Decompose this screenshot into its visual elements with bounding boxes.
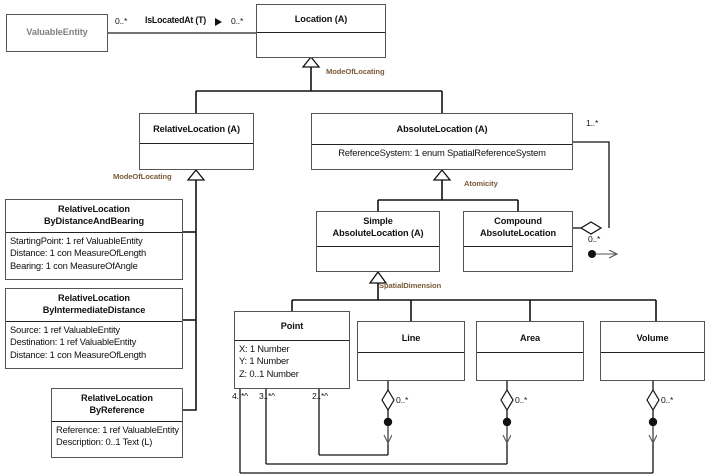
mult-is-located-at-target: 0..*: [231, 16, 244, 26]
generalization-triangle-mode-of-locating-left: [186, 168, 206, 181]
class-line-attrs: [358, 352, 464, 380]
class-relative-location-by-intermediate-distance[interactable]: RelativeLocation ByIntermediateDistance …: [5, 288, 183, 369]
class-area[interactable]: Area: [476, 321, 584, 381]
title-line-1: Compound: [494, 216, 542, 226]
label-spatial-dimension: SpatialDimension: [379, 281, 442, 290]
attr-distance: Distance: 1 con MeasureOfLength: [10, 247, 147, 259]
class-valuable-entity[interactable]: ValuableEntity: [6, 14, 108, 52]
class-point[interactable]: Point X: 1 Number Y: 1 Number Z: 0..1 Nu…: [234, 311, 350, 389]
label-mode-of-locating-top: ModeOfLocating: [326, 67, 385, 76]
class-absolute-location-attrs: ReferenceSystem: 1 enum SpatialReference…: [312, 144, 572, 170]
class-relative-location-attrs: [140, 143, 253, 170]
attr-reference-system: ReferenceSystem: 1 enum SpatialReference…: [338, 147, 546, 158]
class-point-attrs: X: 1 Number Y: 1 Number Z: 0..1 Number: [235, 340, 349, 389]
attr-starting-point: StartingPoint: 1 ref ValuableEntity: [10, 235, 143, 246]
assoc-end-dot-area: [502, 417, 512, 427]
class-area-attrs: [477, 352, 583, 380]
attr-y: Y: 1 Number: [239, 355, 289, 367]
attr-reference: Reference: 1 ref ValuableEntity: [56, 424, 179, 435]
mult-compound-target: 0..*: [588, 234, 601, 244]
class-relative-location-title: RelativeLocation (A): [153, 124, 240, 134]
class-rel-dist-bearing-title: RelativeLocation ByDistanceAndBearing: [6, 200, 182, 232]
attr-distance: Distance: 1 con MeasureOfLength: [10, 348, 147, 360]
class-volume[interactable]: Volume: [600, 321, 705, 381]
aggregation-diamond-area: [500, 388, 514, 412]
class-line[interactable]: Line: [357, 321, 465, 381]
class-compound-absolute-title: Compound AbsoluteLocation: [464, 212, 572, 246]
mult-volume-points: 0..*: [661, 395, 674, 405]
class-compound-absolute-attrs: [464, 246, 572, 272]
assoc-end-dot-line: [383, 417, 393, 427]
assoc-end-dot-compound: [588, 250, 596, 258]
class-valuable-entity-title: ValuableEntity: [26, 27, 88, 37]
title-line-1: RelativeLocation: [81, 393, 153, 403]
class-rel-dist-bearing-attrs: StartingPoint: 1 ref ValuableEntity Dist…: [6, 232, 182, 279]
class-rel-intermediate-attrs: Source: 1 ref ValuableEntity Destination…: [6, 321, 182, 368]
class-volume-attrs: [601, 352, 704, 380]
title-line-1: RelativeLocation: [58, 293, 130, 303]
class-relative-location-by-reference[interactable]: RelativeLocation ByReference Reference: …: [51, 388, 183, 458]
mult-area-point-end: 3..*^: [259, 391, 275, 401]
class-relative-location[interactable]: RelativeLocation (A): [139, 113, 254, 170]
class-point-title: Point: [280, 321, 304, 331]
class-rel-intermediate-title: RelativeLocation ByIntermediateDistance: [6, 289, 182, 321]
mult-compound-source: 1..*: [586, 118, 599, 128]
label-mode-of-locating-left: ModeOfLocating: [113, 172, 172, 181]
title-line-1: RelativeLocation: [58, 204, 130, 214]
class-rel-reference-title: RelativeLocation ByReference: [52, 389, 182, 421]
title-line-2: ByIntermediateDistance: [42, 304, 146, 315]
class-location-title: Location (A): [294, 14, 348, 24]
class-compound-absolute-location[interactable]: Compound AbsoluteLocation: [463, 211, 573, 272]
class-location[interactable]: Location (A): [256, 4, 386, 58]
mult-is-located-at-source: 0..*: [115, 16, 128, 26]
title-line-2: AbsoluteLocation: [480, 227, 556, 238]
attr-z: Z: 0..1 Number: [239, 367, 299, 379]
attr-source: Source: 1 ref ValuableEntity: [10, 324, 120, 335]
class-absolute-location-title: AbsoluteLocation (A): [396, 124, 488, 134]
attr-destination: Destination: 1 ref ValuableEntity: [10, 336, 137, 348]
title-line-1: Simple: [363, 216, 393, 226]
assoc-label-is-located-at: IsLocatedAt (T): [145, 15, 207, 25]
title-line-2: AbsoluteLocation (A): [332, 227, 424, 238]
class-simple-absolute-location[interactable]: Simple AbsoluteLocation (A): [316, 211, 440, 272]
class-line-title: Line: [401, 333, 421, 343]
class-simple-absolute-title: Simple AbsoluteLocation (A): [317, 212, 439, 246]
class-relative-location-by-distance-and-bearing[interactable]: RelativeLocation ByDistanceAndBearing St…: [5, 199, 183, 280]
mult-area-points: 0..*: [515, 395, 528, 405]
attr-x: X: 1 Number: [239, 343, 290, 354]
attr-bearing: Bearing: 1 con MeasureOfAngle: [10, 259, 138, 271]
assoc-end-dot-volume: [648, 417, 658, 427]
generalization-triangle-mode-of-locating-top: [301, 55, 321, 68]
title-line-2: ByReference: [89, 404, 145, 415]
class-rel-reference-attrs: Reference: 1 ref ValuableEntity Descript…: [52, 421, 182, 457]
edge-compound-parts: [573, 141, 610, 228]
class-location-attrs: [257, 32, 385, 58]
label-atomicity: Atomicity: [464, 179, 498, 188]
class-simple-absolute-attrs: [317, 246, 439, 272]
class-area-title: Area: [519, 333, 541, 343]
class-volume-title: Volume: [636, 333, 669, 343]
generalization-triangle-atomicity: [432, 168, 452, 181]
aggregation-diamond-volume: [646, 388, 660, 412]
mult-line-points: 0..*: [396, 395, 409, 405]
aggregation-diamond-line: [381, 388, 395, 412]
aggregation-diamond-compound: [579, 221, 603, 235]
class-absolute-location[interactable]: AbsoluteLocation (A) ReferenceSystem: 1 …: [311, 113, 573, 170]
navigability-arrow-icon: [215, 18, 222, 26]
mult-volume-point-end: 4..*^: [232, 391, 248, 401]
title-line-2: ByDistanceAndBearing: [43, 215, 145, 226]
attr-description: Description: 0..1 Text (L): [56, 436, 153, 448]
mult-line-point-end: 2..*^: [312, 391, 328, 401]
